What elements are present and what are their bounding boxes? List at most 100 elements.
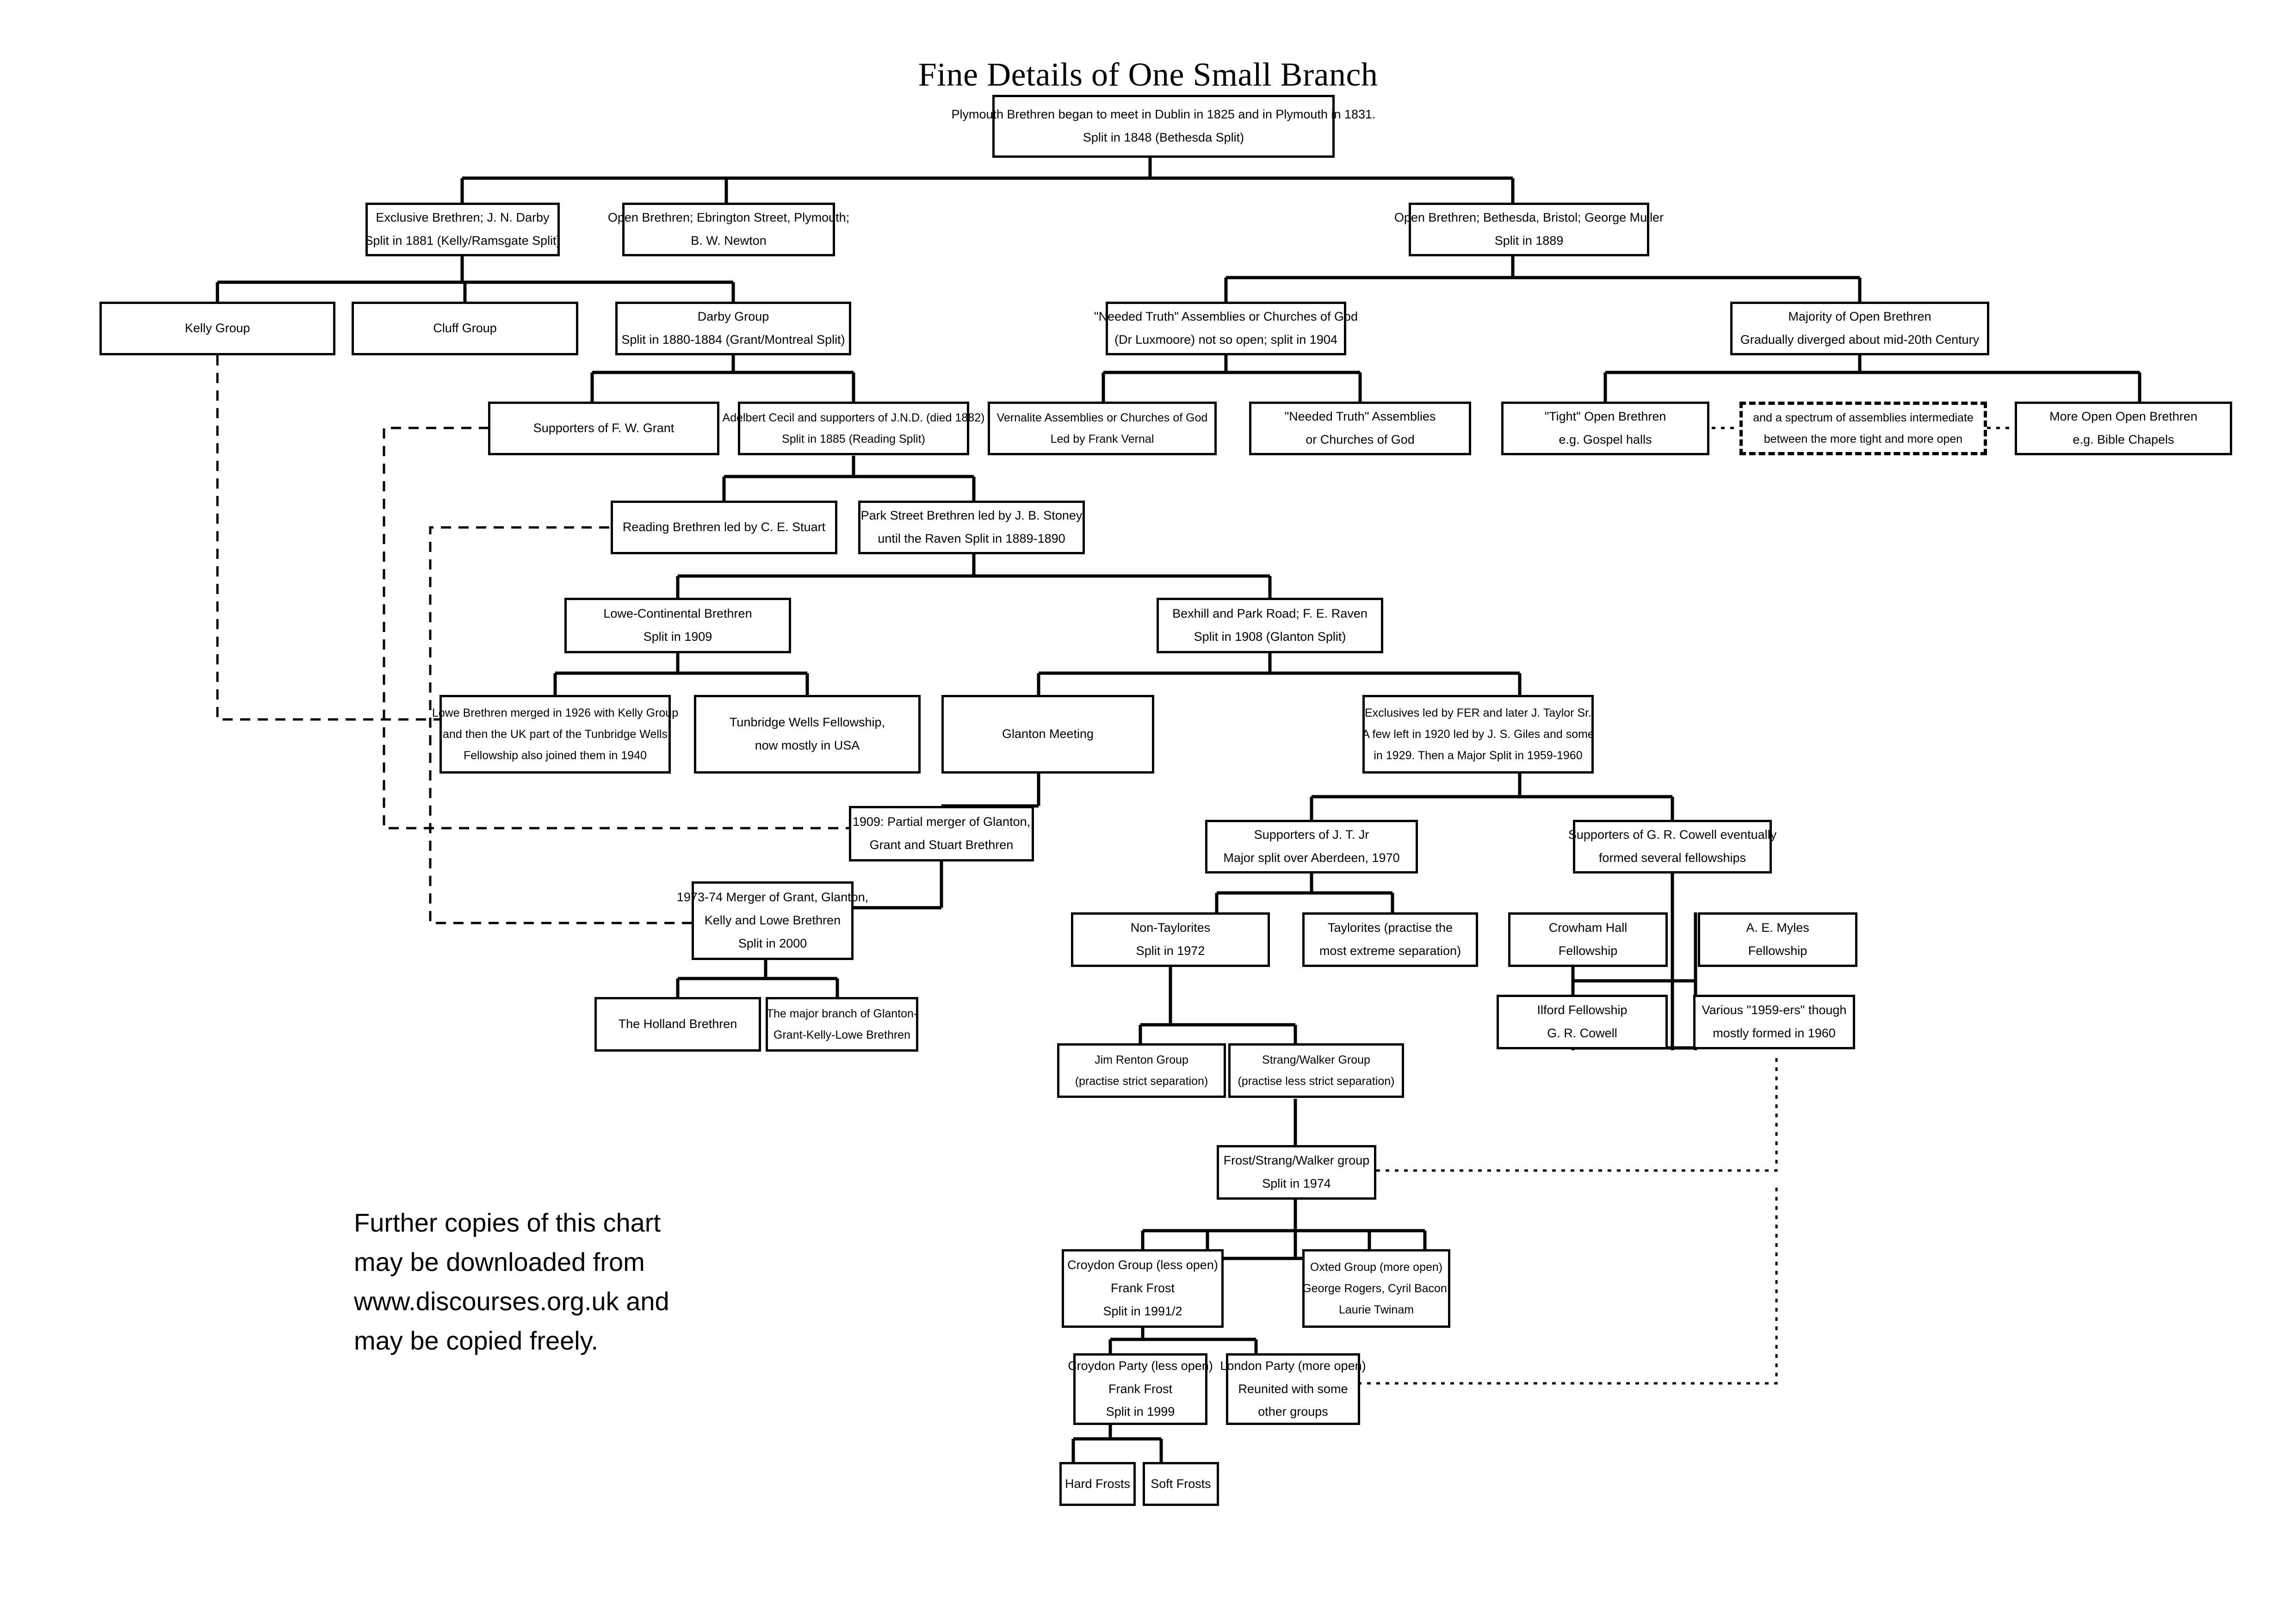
node-vernalite-assemblies[interactable]: Vernalite Assemblies or Churches of God … — [988, 402, 1217, 455]
node-open-brethren-ebrington[interactable]: Open Brethren; Ebrington Street, Plymout… — [608, 203, 849, 256]
node-tunbridge-wells-fellowship-line-2: now mostly in USA — [755, 738, 860, 752]
node-lowe-brethren-merged-line-2: and then the UK part of the Tunbridge We… — [443, 727, 668, 741]
node-spectrum-intermediate[interactable]: and a spectrum of assemblies intermediat… — [1739, 402, 1987, 455]
node-adelbert-cecil-line-1: Adelbert Cecil and supporters of J.N.D. … — [722, 411, 985, 424]
node-kelly-group-line-1: Kelly Group — [185, 321, 250, 335]
node-london-party-line-3: other groups — [1258, 1405, 1328, 1419]
node-ae-myles-fellowship[interactable]: A. E. Myles Fellowship — [1698, 912, 1857, 967]
node-ae-myles-fellowship-line-2: Fellowship — [1748, 944, 1807, 958]
node-non-taylorites[interactable]: Non-Taylorites Split in 1972 — [1071, 912, 1270, 967]
node-strang-walker-group[interactable]: Strang/Walker Group (practise less stric… — [1228, 1043, 1404, 1098]
node-supporters-fw-grant[interactable]: Supporters of F. W. Grant — [488, 402, 719, 455]
node-exclusive-brethren-line-1: Exclusive Brethren; J. N. Darby — [376, 211, 550, 225]
node-ilford-fellowship-line-2: G. R. Cowell — [1547, 1026, 1617, 1040]
node-darby-group-line-2: Split in 1880-1884 (Grant/Montreal Split… — [621, 333, 845, 347]
node-more-open-open-brethren-line-2: e.g. Bible Chapels — [2073, 433, 2174, 446]
node-tight-open-brethren[interactable]: "Tight" Open Brethren e.g. Gospel halls — [1501, 402, 1709, 455]
download-notice-line-1: Further copies of this chart — [354, 1208, 661, 1237]
node-frost-strang-walker-group-line-2: Split in 1974 — [1262, 1177, 1331, 1190]
download-notice: Further copies of this chart may be down… — [354, 1203, 706, 1360]
node-exclusive-brethren[interactable]: Exclusive Brethren; J. N. Darby Split in… — [365, 203, 561, 256]
node-exclusives-fer-taylor-line-2: A few left in 1920 led by J. S. Giles an… — [1362, 727, 1594, 741]
node-soft-frosts[interactable]: Soft Frosts — [1143, 1462, 1219, 1506]
node-lowe-continental-brethren[interactable]: Lowe-Continental Brethren Split in 1909 — [564, 598, 791, 653]
node-lowe-brethren-merged-line-3: Fellowship also joined them in 1940 — [463, 749, 647, 762]
node-cluff-group[interactable]: Cluff Group — [352, 302, 578, 355]
node-glanton-meeting[interactable]: Glanton Meeting — [941, 695, 1154, 774]
node-holland-brethren-line-1: The Holland Brethren — [618, 1017, 737, 1031]
node-merge-1909[interactable]: 1909: Partial merger of Glanton, Grant a… — [849, 806, 1034, 861]
page-title: Fine Details of One Small Branch — [918, 56, 1378, 93]
node-lowe-brethren-merged[interactable]: Lowe Brethren merged in 1926 with Kelly … — [432, 695, 678, 774]
node-merge-1973-line-3: Split in 2000 — [738, 936, 807, 950]
node-root[interactable]: Plymouth Brethren began to meet in Dubli… — [951, 95, 1376, 158]
node-oxted-group[interactable]: Oxted Group (more open) George Rogers, C… — [1302, 1249, 1450, 1328]
node-hard-frosts-line-1: Hard Frosts — [1064, 1476, 1131, 1491]
node-london-party[interactable]: London Party (more open) Reunited with s… — [1220, 1353, 1366, 1425]
node-exclusive-brethren-line-2: Split in 1881 (Kelly/Ramsgate Split) — [365, 234, 561, 248]
node-merge-1973-line-1: 1973-74 Merger of Grant, Glanton, — [676, 890, 869, 904]
node-reading-brethren[interactable]: Reading Brethren led by C. E. Stuart — [611, 501, 837, 554]
node-kelly-group[interactable]: Kelly Group — [99, 302, 335, 355]
node-major-branch-glanton[interactable]: The major branch of Glanton- Grant-Kelly… — [766, 997, 918, 1052]
node-open-brethren-bethesda[interactable]: Open Brethren; Bethesda, Bristol; George… — [1394, 203, 1664, 256]
node-park-street-brethren-line-1: Park Street Brethren led by J. B. Stoney — [860, 508, 1083, 523]
node-cluff-group-line-1: Cluff Group — [433, 321, 497, 335]
node-majority-open-brethren[interactable]: Majority of Open Brethren Gradually dive… — [1730, 302, 1989, 355]
download-notice-line-4: may be copied freely. — [354, 1326, 599, 1356]
node-supporters-jt-jr[interactable]: Supporters of J. T. Jr Major split over … — [1205, 820, 1418, 873]
download-notice-line-3: www.discourses.org.uk and — [354, 1287, 669, 1316]
node-bexhill-park-road-line-1: Bexhill and Park Road; F. E. Raven — [1172, 607, 1368, 621]
node-open-brethren-ebrington-line-2: B. W. Newton — [691, 234, 767, 248]
node-needed-truth-assemblies-churches[interactable]: "Needed Truth" Assemblies or Churches of… — [1094, 302, 1358, 355]
node-crowham-hall-fellowship[interactable]: Crowham Hall Fellowship — [1508, 912, 1668, 967]
node-darby-group[interactable]: Darby Group Split in 1880-1884 (Grant/Mo… — [615, 302, 851, 355]
node-croydon-group-line-3: Split in 1991/2 — [1103, 1304, 1182, 1318]
node-frost-strang-walker-group-line-1: Frost/Strang/Walker group — [1223, 1153, 1370, 1168]
node-tunbridge-wells-fellowship-line-1: Tunbridge Wells Fellowship, — [729, 715, 885, 730]
node-exclusives-fer-taylor[interactable]: Exclusives led by FER and later J. Taylo… — [1362, 695, 1594, 774]
node-holland-brethren[interactable]: The Holland Brethren — [594, 997, 761, 1052]
node-needed-truth-assemblies-line-1: "Needed Truth" Assemblies — [1284, 409, 1436, 424]
node-bexhill-park-road[interactable]: Bexhill and Park Road; F. E. Raven Split… — [1157, 598, 1383, 653]
node-needed-truth-assemblies[interactable]: "Needed Truth" Assemblies or Churches of… — [1249, 402, 1471, 455]
node-supporters-gr-cowell[interactable]: Supporters of G. R. Cowell eventually fo… — [1568, 820, 1776, 873]
download-notice-line-2: may be downloaded from — [354, 1247, 645, 1277]
node-open-brethren-bethesda-line-1: Open Brethren; Bethesda, Bristol; George… — [1394, 211, 1664, 225]
node-tunbridge-wells-fellowship[interactable]: Tunbridge Wells Fellowship, now mostly i… — [694, 695, 921, 774]
node-taylorites-line-1: Taylorites (practise the — [1327, 921, 1453, 935]
node-oxted-group-line-2: George Rogers, Cyril Bacon, — [1302, 1282, 1450, 1295]
node-croydon-party[interactable]: Croydon Party (less open) Frank Frost Sp… — [1068, 1353, 1213, 1425]
node-bexhill-park-road-line-2: Split in 1908 (Glanton Split) — [1194, 630, 1346, 644]
node-hard-frosts[interactable]: Hard Frosts — [1059, 1462, 1136, 1506]
node-crowham-hall-fellowship-line-2: Fellowship — [1558, 944, 1618, 958]
node-adelbert-cecil[interactable]: Adelbert Cecil and supporters of J.N.D. … — [723, 402, 984, 455]
node-supporters-jt-jr-line-1: Supporters of J. T. Jr — [1254, 828, 1369, 842]
node-reading-brethren-line-1: Reading Brethren led by C. E. Stuart — [622, 520, 826, 534]
node-london-party-line-2: Reunited with some — [1238, 1381, 1348, 1396]
node-ilford-fellowship[interactable]: Ilford Fellowship G. R. Cowell — [1497, 995, 1668, 1049]
node-park-street-brethren[interactable]: Park Street Brethren led by J. B. Stoney… — [858, 501, 1085, 554]
node-supporters-fw-grant-line-1: Supporters of F. W. Grant — [533, 421, 675, 435]
node-supporters-jt-jr-line-2: Major split over Aberdeen, 1970 — [1223, 851, 1400, 865]
node-tight-open-brethren-line-2: e.g. Gospel halls — [1559, 433, 1652, 446]
node-jim-renton-group-line-2: (practise strict separation) — [1075, 1075, 1208, 1088]
node-open-brethren-ebrington-line-1: Open Brethren; Ebrington Street, Plymout… — [607, 211, 850, 225]
node-taylorites[interactable]: Taylorites (practise the most extreme se… — [1302, 912, 1478, 967]
node-glanton-meeting-line-1: Glanton Meeting — [1002, 727, 1094, 741]
node-merge-1973[interactable]: 1973-74 Merger of Grant, Glanton, Kelly … — [677, 881, 868, 960]
node-frost-strang-walker-group[interactable]: Frost/Strang/Walker group Split in 1974 — [1217, 1145, 1376, 1200]
node-lowe-continental-brethren-line-1: Lowe-Continental Brethren — [603, 607, 752, 621]
node-park-street-brethren-line-2: until the Raven Split in 1889-1890 — [878, 532, 1065, 545]
node-more-open-open-brethren-line-1: More Open Open Brethren — [2049, 409, 2197, 424]
node-merge-1909-line-1: 1909: Partial merger of Glanton, — [852, 815, 1031, 829]
node-various-1959-ers[interactable]: Various "1959-ers" though mostly formed … — [1693, 995, 1855, 1049]
node-oxted-group-line-1: Oxted Group (more open) — [1310, 1260, 1443, 1274]
node-croydon-group[interactable]: Croydon Group (less open) Frank Frost Sp… — [1062, 1249, 1224, 1328]
node-croydon-group-line-2: Frank Frost — [1110, 1281, 1175, 1295]
node-jim-renton-group[interactable]: Jim Renton Group (practise strict separa… — [1057, 1043, 1226, 1098]
node-root-line-2: Split in 1848 (Bethesda Split) — [1083, 130, 1244, 144]
node-more-open-open-brethren[interactable]: More Open Open Brethren e.g. Bible Chape… — [2015, 402, 2232, 455]
node-various-1959-ers-line-1: Various "1959-ers" though — [1702, 1003, 1847, 1017]
node-oxted-group-line-3: Laurie Twinam — [1338, 1303, 1414, 1317]
